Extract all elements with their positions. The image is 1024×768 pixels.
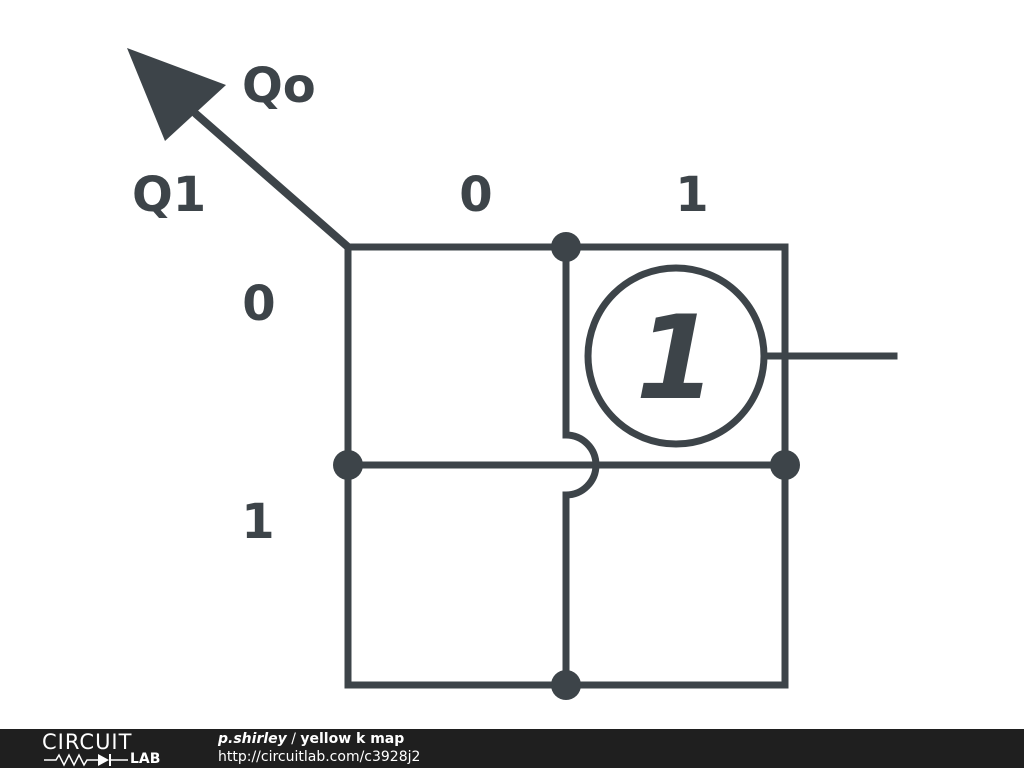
row-header-0: 0 (242, 276, 275, 332)
cell-value-1: 1 (636, 291, 717, 426)
junctions (333, 232, 800, 700)
junction-dot-top (551, 232, 581, 262)
k-map-schematic: Qo Q1 0 1 0 1 1 (127, 48, 898, 700)
circuit-title: yellow k map (300, 731, 405, 747)
resistor-diode-icon (44, 753, 128, 767)
minterm-circle (584, 264, 768, 448)
circuit-credit: p.shirley / yellow k map (218, 731, 404, 748)
footer-bar: CIRCUIT LAB p.shirley / yellow k map htt… (0, 729, 1024, 768)
axis-label-qo: Qo (242, 58, 316, 114)
logo-text-circuit: CIRCUIT (42, 730, 133, 754)
arrowhead-icon (127, 48, 226, 141)
col-header-1: 1 (675, 167, 708, 223)
junction-dot-bottom (551, 670, 581, 700)
col-header-0: 0 (459, 167, 492, 223)
axis-label-q1: Q1 (132, 167, 206, 223)
k-map-grid (344, 243, 898, 689)
credit-separator: / (286, 731, 301, 747)
circuit-url[interactable]: http://circuitlab.com/c3928j2 (218, 749, 421, 765)
author-link[interactable]: p.shirley (218, 731, 287, 747)
axis-diagonal-line (192, 110, 352, 251)
junction-dot-left (333, 450, 363, 480)
row-header-1: 1 (241, 494, 274, 550)
logo-text-lab: LAB (130, 751, 161, 767)
grid-vertical-wire-with-hop (562, 243, 600, 689)
junction-dot-right (770, 450, 800, 480)
axis-arrow (127, 48, 352, 251)
circuitlab-logo[interactable]: CIRCUIT LAB (42, 730, 182, 767)
